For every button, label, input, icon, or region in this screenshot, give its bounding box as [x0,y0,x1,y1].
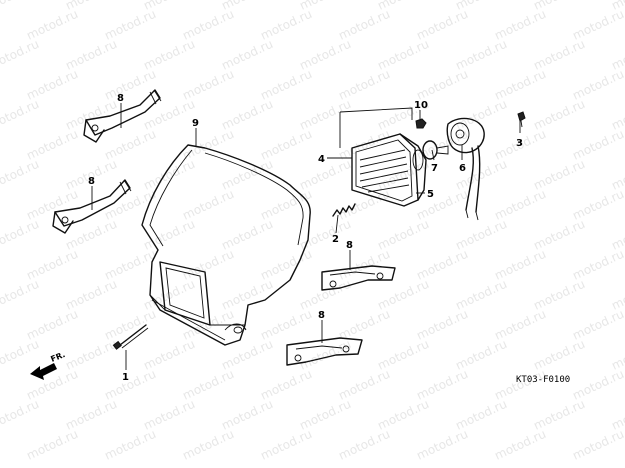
watermark-text: motod.ru [102,427,158,463]
callout-bracket-lower: 8 [88,176,95,187]
watermark-text: motod.ru [0,157,41,193]
callout-bracket-upper: 8 [117,93,124,104]
watermark-text: motod.ru [24,427,80,463]
watermark-text: motod.ru [0,37,41,73]
screw [517,111,526,128]
headlight-cover [141,144,311,346]
callout-bracket-bottom-right: 8 [318,310,325,321]
bracket-bottom-right [286,337,363,366]
leader-lines [91,103,521,370]
bracket-mid-right [321,265,396,291]
watermark-text: motod.ru [0,217,41,253]
bracket-upper-left [83,89,162,143]
group-outline [339,107,413,148]
callout-nut: 10 [414,100,428,111]
watermark-text: motod.ru [0,97,41,133]
watermark-text: motod.ru [0,277,41,313]
callout-bracket-mid-right: 8 [346,240,353,251]
callout-headlight-cover: 9 [192,118,199,129]
watermark-text: motod.ru [570,427,625,463]
socket [446,117,485,221]
bolt [112,324,149,350]
spring [332,203,356,217]
watermark-text: motod.ru [258,427,314,463]
callout-headlight-unit: 4 [318,154,325,165]
watermark-text: motod.ru [336,427,392,463]
callout-bolt: 1 [122,372,129,383]
watermark-text: motod.ru [414,427,470,463]
bracket-lower-left [52,179,132,234]
bulb [422,140,449,160]
nut [415,118,427,129]
watermark-text: motod.ru [180,427,236,463]
callout-socket: 6 [459,163,466,174]
watermark-text: motod.ru [609,0,625,13]
watermark-text: motod.ru [0,0,41,13]
watermark-text: motod.ru [0,337,41,373]
callout-screw: 3 [516,138,523,149]
watermark-text: motod.ru [0,397,41,433]
callout-bulb: 7 [431,163,438,174]
watermark-text: motod.ru [492,427,548,463]
callout-lens-reflector: 5 [427,189,434,200]
callout-spring: 2 [332,234,339,245]
diagram-code: KT03-F0100 [516,375,570,385]
